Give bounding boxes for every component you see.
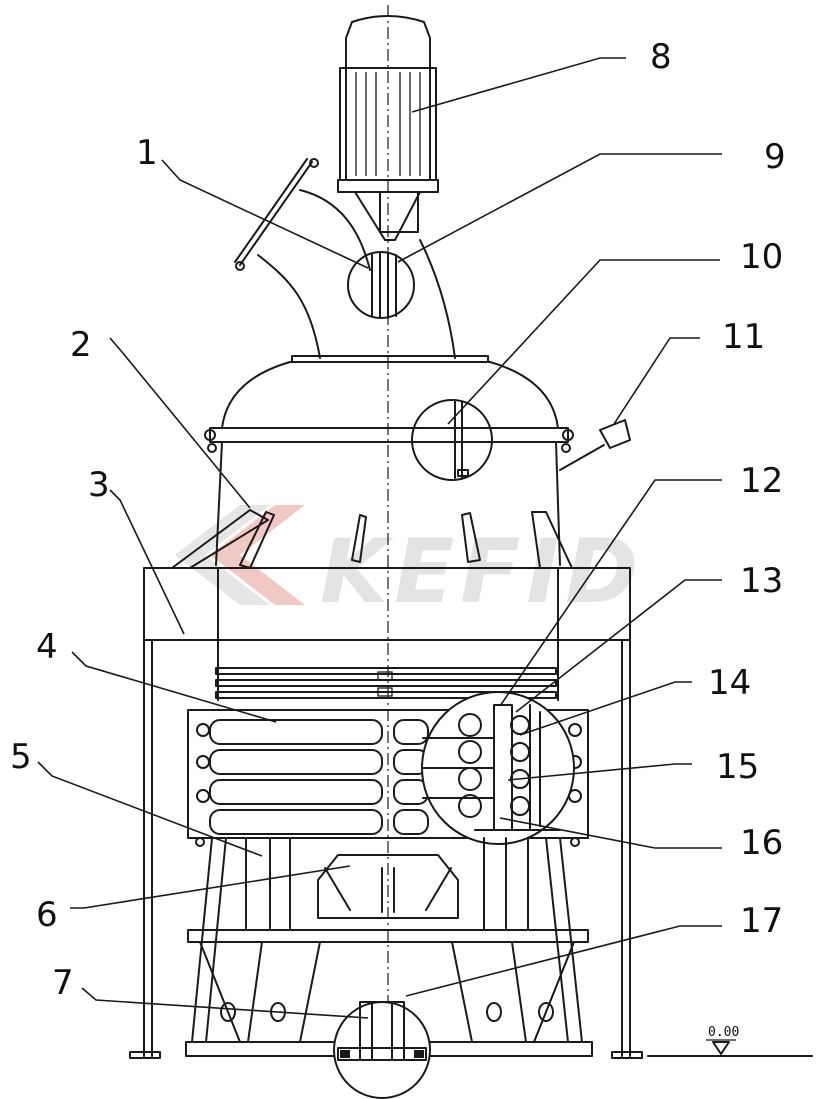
- label-8: 8: [650, 37, 672, 77]
- level-marker: 0.00: [647, 1025, 813, 1057]
- label-14: 14: [708, 663, 751, 703]
- watermark-text: KEFID: [320, 520, 644, 623]
- label-4: 4: [36, 627, 58, 667]
- label-2: 2: [70, 325, 92, 365]
- label-9: 9: [764, 137, 786, 177]
- detail-circle-rollers: [421, 691, 575, 845]
- label-5: 5: [10, 737, 32, 777]
- grinding-rings: [215, 667, 557, 699]
- detail-circle-9: [347, 251, 415, 319]
- watermark-logo: KEFID: [175, 505, 644, 623]
- detail-circle-10: [411, 399, 493, 481]
- label-7: 7: [52, 963, 74, 1003]
- outlet-pipe: [559, 419, 631, 471]
- leader-lines: [37, 57, 722, 1019]
- level-label: 0.00: [708, 1025, 739, 1040]
- label-12: 12: [740, 461, 783, 501]
- label-16: 16: [740, 823, 783, 863]
- detail-circle-shaft: [333, 1001, 431, 1099]
- label-1: 1: [136, 133, 158, 173]
- separator-housing: [204, 355, 574, 566]
- grinding-chamber: [187, 709, 589, 847]
- motor: [337, 15, 439, 241]
- part-number-labels: 1 2 3 4 5 6 7 8 9 10 11 12 13 14 15 16 1…: [10, 37, 786, 1003]
- label-3: 3: [88, 465, 110, 505]
- label-6: 6: [36, 895, 58, 935]
- outer-frame: [143, 567, 631, 1057]
- inlet-pipe: [234, 158, 456, 359]
- label-13: 13: [740, 561, 783, 601]
- label-15: 15: [716, 747, 759, 787]
- label-11: 11: [722, 317, 765, 357]
- label-10: 10: [740, 237, 783, 277]
- label-17: 17: [740, 901, 783, 941]
